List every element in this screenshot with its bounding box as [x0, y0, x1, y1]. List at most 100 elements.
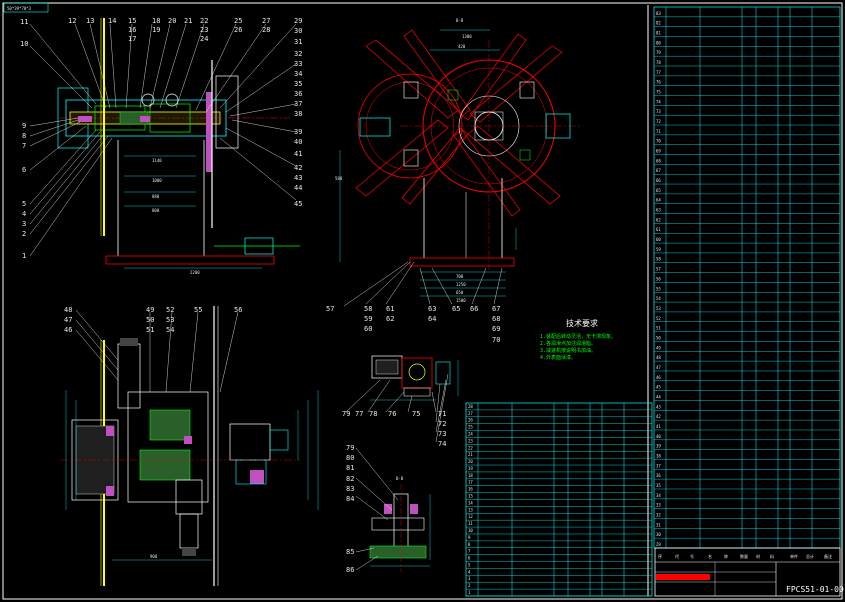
parts-row-right-number: 66	[656, 178, 661, 183]
callout-47: 47	[64, 316, 72, 324]
callout-75: 75	[412, 410, 420, 418]
title-header-10: 备注	[824, 553, 832, 559]
drawing-number: FPCS51-01-00	[786, 585, 844, 594]
section-detail-view: B-B	[369, 476, 431, 572]
callout-81: 81	[346, 464, 354, 472]
parts-row-right-number: 56	[656, 276, 661, 281]
parts-row-mid-number: 22	[468, 445, 473, 450]
parts-row-right-number: 77	[656, 70, 661, 75]
motor-callouts: 79 77 78 76 75 71 72 73 74	[342, 410, 446, 448]
title-block: FPCS51-01-00 序 代 号 名 称 数量 材 料 单件 总计 备注	[654, 547, 844, 597]
parts-row-mid-number: 7	[468, 549, 471, 554]
callout-83: 83	[346, 485, 354, 493]
parts-row-right-number: 48	[656, 355, 661, 360]
parts-row-mid-number: 23	[468, 438, 473, 443]
title-header-3: 名	[708, 553, 712, 559]
parts-row-right-number: 83	[656, 11, 661, 16]
parts-row-mid-number: 16	[468, 487, 473, 492]
parts-row-mid-number: 17	[468, 480, 473, 485]
callout-65: 65	[452, 305, 460, 313]
technical-requirements: 技术要求 1.装配后转动灵活，无卡滞现象。 2.各润滑点加注润滑脂。 3.减速机…	[540, 318, 616, 361]
parts-row-mid-number: 2	[468, 583, 471, 588]
callout-63: 63	[428, 305, 436, 313]
parts-row-right-number: 45	[656, 385, 661, 390]
parts-row-right-number: 55	[656, 286, 661, 291]
callout-50: 50	[146, 316, 154, 324]
callout-13: 13	[86, 17, 94, 25]
callout-48a: 48	[64, 306, 72, 314]
parts-row-mid-number: 24	[468, 431, 473, 436]
callout-82: 82	[346, 475, 354, 483]
callout-51: 51	[146, 326, 154, 334]
callout-6: 6	[22, 166, 26, 174]
tech-req-line-1: 1.装配后转动灵活，无卡滞现象。	[540, 333, 616, 340]
corner-tag: 50*39*70*3	[3, 2, 49, 13]
parts-row-mid-number: 9	[468, 535, 471, 540]
callout-27: 27	[262, 17, 270, 25]
parts-row-right-number: 43	[656, 404, 661, 409]
parts-row-right-number: 41	[656, 424, 661, 429]
parts-row-right-number: 36	[656, 473, 661, 478]
callout-24: 24	[200, 35, 208, 43]
callout-79a: 79	[342, 410, 350, 418]
parts-row-right-number: 51	[656, 326, 661, 331]
parts-row-right-number: 68	[656, 158, 661, 163]
parts-row-mid-number: 8	[468, 542, 471, 547]
title-header-2: 号	[690, 553, 694, 559]
tech-req-line-4: 4.外表面涂漆。	[540, 354, 576, 361]
callout-56: 56	[234, 306, 242, 314]
callout-46: 46	[64, 326, 72, 334]
title-header-1: 代	[675, 553, 679, 559]
callout-3: 3	[22, 220, 26, 228]
parts-row-right-number: 29	[656, 542, 661, 547]
section-mark-bottom: B-B	[396, 476, 404, 481]
callout-15: 15	[128, 17, 136, 25]
parts-row-right-number: 53	[656, 306, 661, 311]
callout-69: 69	[492, 325, 500, 333]
callout-25: 25	[234, 17, 242, 25]
front-dim-4: 800	[152, 208, 160, 213]
callout-45: 45	[294, 200, 302, 208]
parts-row-right-number: 60	[656, 237, 661, 242]
tech-req-line-3: 3.减速机按说明书加油。	[540, 347, 596, 354]
parts-row-mid-number: 27	[468, 411, 473, 416]
callout-32: 32	[294, 50, 302, 58]
callout-9: 9	[22, 122, 26, 130]
callout-72: 72	[438, 420, 446, 428]
callout-22: 22	[200, 17, 208, 25]
parts-row-right-number: 39	[656, 444, 661, 449]
parts-row-right-number: 70	[656, 139, 661, 144]
parts-row-right-number: 61	[656, 227, 661, 232]
callout-33: 33	[294, 60, 302, 68]
parts-row-right-number: 71	[656, 129, 661, 134]
side-leaders	[343, 261, 503, 307]
callout-29: 29	[294, 17, 302, 25]
callout-7: 7	[22, 142, 26, 150]
parts-row-mid-number: 21	[468, 452, 473, 457]
callout-20: 20	[168, 17, 176, 25]
parts-list-mid: 2827262524232221201918171615141312111098…	[465, 402, 653, 597]
parts-row-right-number: 59	[656, 247, 661, 252]
parts-row-right-number: 33	[656, 503, 661, 508]
callout-57: 57	[326, 305, 334, 313]
parts-row-right-number: 31	[656, 522, 661, 527]
front-right-callouts: 29 30 31 32 33 34 35 36 37 38 39 40 41 4…	[294, 17, 302, 208]
parts-row-right-number: 37	[656, 463, 661, 468]
parts-row-right-number: 54	[656, 296, 661, 301]
callout-37: 37	[294, 100, 302, 108]
callout-79b: 79	[346, 444, 354, 452]
callout-4: 4	[22, 210, 26, 218]
parts-row-right-number: 42	[656, 414, 661, 419]
callout-59: 59	[364, 315, 372, 323]
parts-row-right-number: 69	[656, 149, 661, 154]
callout-28: 28	[262, 26, 270, 34]
callout-18: 18	[152, 17, 160, 25]
tech-req-title: 技术要求	[566, 318, 598, 328]
parts-row-mid-number: 4	[468, 569, 471, 574]
parts-row-mid-number: 1	[468, 590, 471, 595]
callout-67: 67	[492, 305, 500, 313]
parts-row-mid-number: 10	[468, 528, 473, 533]
callout-38: 38	[294, 110, 302, 118]
